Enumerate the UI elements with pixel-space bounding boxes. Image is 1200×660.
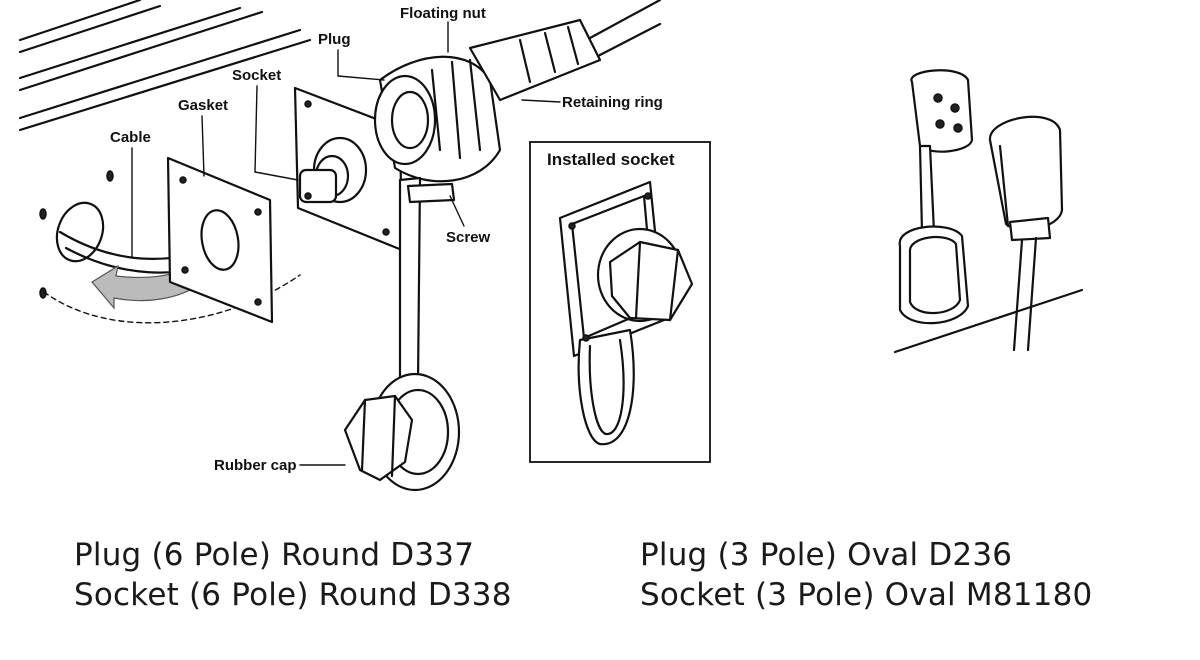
label-socket: Socket: [232, 67, 281, 84]
label-rubber-cap: Rubber cap: [214, 457, 297, 474]
caption-right-line1: Plug (3 Pole) Oval D236: [640, 537, 1013, 573]
caption-right: Plug (3 Pole) Oval D236 Socket (3 Pole) …: [640, 535, 1092, 615]
installed-socket-inset: Installed socket: [529, 141, 711, 463]
label-gasket: Gasket: [178, 97, 228, 114]
caption-left: Plug (6 Pole) Round D337 Socket (6 Pole)…: [74, 535, 512, 615]
caption-left-line2: Socket (6 Pole) Round D338: [74, 577, 512, 613]
rubber-cap: [343, 372, 461, 492]
bulkhead-hole: [39, 170, 114, 299]
label-retaining-ring: Retaining ring: [562, 94, 663, 111]
oval-connector-illustration: [893, 69, 1084, 354]
label-floating-nut: Floating nut: [400, 5, 486, 22]
leader-lines: [131, 21, 561, 466]
label-cable: Cable: [110, 129, 151, 146]
label-screw: Screw: [446, 229, 491, 246]
hull-planks: [18, 0, 312, 132]
plug-assembly: [373, 0, 662, 183]
inset-title: Installed socket: [547, 150, 675, 169]
diagram-labels: Floating nut Plug Socket Gasket Cable Re…: [110, 5, 663, 474]
label-plug: Plug: [318, 31, 351, 48]
caption-right-line2: Socket (3 Pole) Oval M81180: [640, 577, 1093, 613]
gasket-plate: [166, 156, 274, 324]
cap-strap: [398, 176, 456, 386]
caption-left-line1: Plug (6 Pole) Round D337: [74, 537, 475, 573]
